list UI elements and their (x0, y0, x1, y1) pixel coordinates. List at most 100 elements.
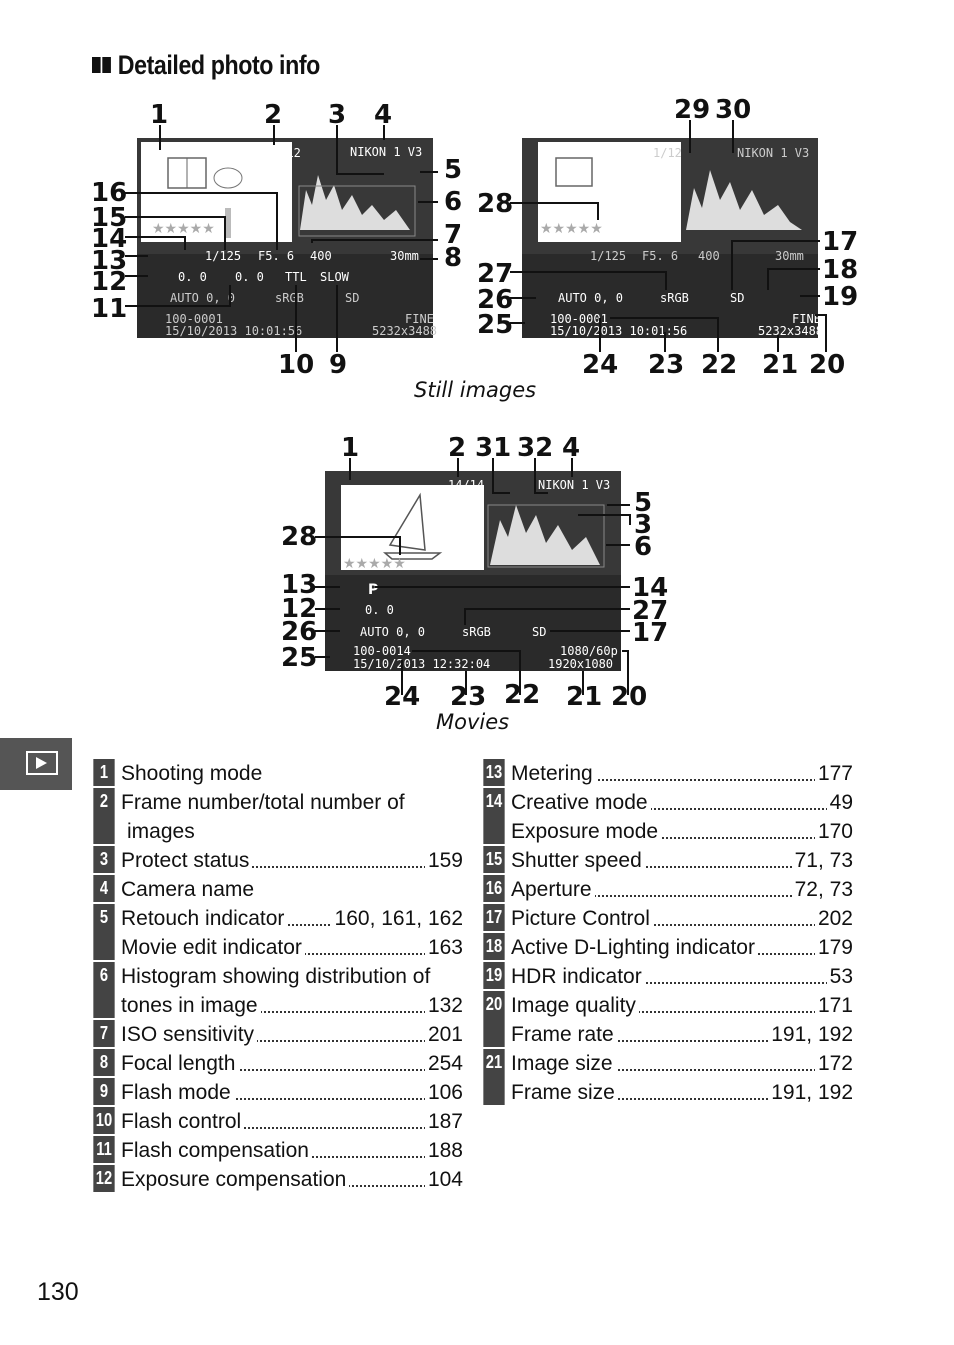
callout-number: 27 (632, 596, 668, 626)
legend-page-ref: 191, 192 (768, 1020, 853, 1049)
still-screen-left: 1/12 NIKON 1 V3 ★★★★★ 1/125 F5. 6 400 30… (137, 138, 437, 338)
movies-caption: Movies (436, 710, 510, 734)
legend-page-ref: 72, 73 (791, 875, 853, 904)
legend-number-badge: 1 (93, 759, 115, 786)
legend-label: ISO sensitivity (121, 1023, 258, 1046)
callout-number: 3 (634, 510, 652, 540)
page-number: 130 (37, 1278, 79, 1306)
section-heading: Detailed photo info (92, 50, 320, 81)
legend-number-badge: 4 (93, 875, 115, 902)
callout-number: 26 (477, 285, 513, 315)
heading-text: Detailed photo info (117, 50, 321, 80)
color-space-text: sRGB (660, 291, 689, 305)
legend-label: Flash compensation (121, 1139, 312, 1162)
legend-page-ref: 106 (424, 1078, 463, 1107)
exposure-mode-text: P (368, 582, 378, 598)
callout-number: 22 (701, 350, 737, 380)
callout-number: 15 (91, 203, 127, 233)
legend-label: Frame number/total number of (121, 791, 408, 814)
callout-number: 22 (504, 680, 540, 710)
legend-line: Shutter speed 71, 73 (481, 846, 853, 875)
callout-number: 13 (281, 570, 317, 600)
callout-number: 32 (517, 433, 553, 463)
callout-number: 12 (91, 267, 127, 297)
callout-number: 19 (822, 282, 858, 312)
callout-number: 2 (448, 433, 466, 463)
legend-number-badge: 16 (483, 875, 505, 902)
rating-stars: ★★★★★ (540, 221, 603, 237)
frame-number-text: 1/12 (272, 146, 301, 160)
playback-tab (0, 738, 72, 790)
legend-line: tones in image 132 (91, 991, 463, 1020)
picture-control-text: SD (730, 291, 744, 305)
callout-number: 6 (634, 532, 652, 562)
quality-text: FINE (792, 312, 821, 326)
legend-label: Focal length (121, 1052, 239, 1075)
callout-number: 17 (632, 618, 668, 648)
movie-thumbnail (341, 485, 484, 570)
legend-page-ref: 132 (424, 991, 463, 1020)
legend-number-badge: 3 (93, 846, 115, 873)
legend-left: 1 Shooting mode 2 Frame number/total number… (91, 759, 463, 1194)
legend-page-ref: 163 (424, 933, 463, 962)
flash-comp-text: 0. 0 (235, 270, 264, 284)
callout-number: 25 (477, 310, 513, 340)
leader-lines (315, 458, 631, 695)
legend-line: Frame number/total number of (91, 788, 463, 817)
legend-label: images (127, 820, 198, 843)
callout-number: 18 (822, 255, 858, 285)
legend-label: Active D-Lighting indicator (511, 936, 758, 959)
legend-page-ref: 191, 192 (768, 1078, 853, 1107)
datetime-text: 15/10/2013 12:32:04 (353, 657, 490, 671)
legend-number-badge: 18 (483, 933, 505, 960)
legend-label: Retouch indicator (121, 907, 288, 930)
picture-control-text: SD (345, 291, 359, 305)
legend-label: tones in image (121, 994, 261, 1017)
legend-number-badge: 2 (93, 788, 115, 844)
legend-page-ref: 170 (814, 817, 853, 846)
focal-text: 30mm (775, 249, 804, 263)
callout-number: 12 (281, 594, 317, 624)
legend-page-ref: 171 (814, 991, 853, 1020)
frame-number-text: 1/12 (653, 146, 682, 160)
wb-text: AUTO 0, 0 (360, 625, 425, 639)
datetime-text: 15/10/2013 10:01:56 (165, 324, 302, 338)
leader-lines (125, 120, 827, 352)
legend-label: Shutter speed (511, 849, 645, 872)
legend-line: images (91, 817, 463, 846)
callout-number: 10 (278, 350, 314, 380)
callout-number: 14 (632, 573, 668, 603)
legend-number-badge: 5 (93, 904, 115, 960)
legend-label: Shooting mode (121, 762, 266, 785)
legend-number-badge: 20 (483, 991, 505, 1047)
legend-page-ref: 71, 73 (791, 846, 853, 875)
callout-number: 23 (450, 682, 486, 712)
legend-label: Flash mode (121, 1081, 234, 1104)
callout-number: 16 (91, 178, 127, 208)
shutter-text: 1/125 (205, 249, 241, 263)
iso-text: 400 (310, 249, 332, 263)
shutter-text: 1/125 (590, 249, 626, 263)
legend-page-ref: 188 (424, 1136, 463, 1165)
playback-icon (26, 751, 58, 775)
legend-number-badge: 17 (483, 904, 505, 931)
legend-label: Flash control (121, 1110, 245, 1133)
callout-number: 1 (341, 433, 359, 463)
